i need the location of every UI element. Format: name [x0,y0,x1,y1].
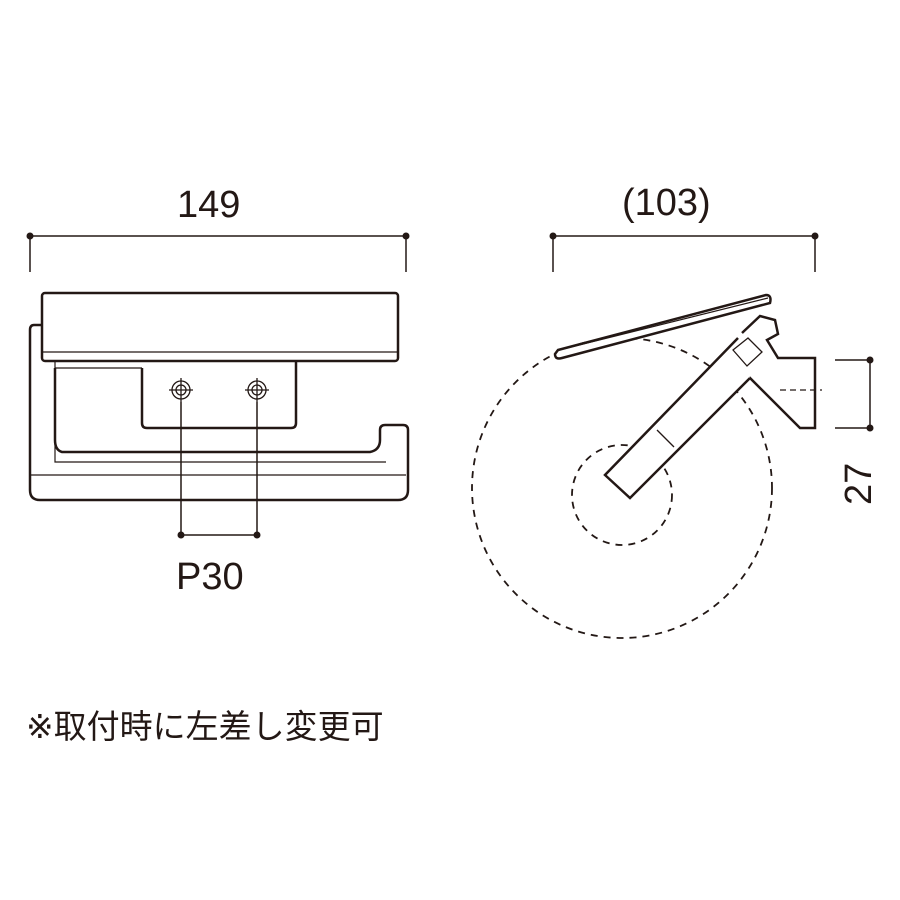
pitch-dimension-label: P30 [176,556,244,598]
width-dimension-label: 149 [177,184,241,226]
roll-outline-small [571,444,673,546]
depth-dimension-label: (103) [622,182,711,224]
cover-plate [40,291,400,363]
screw-hole-icon [245,378,269,402]
mounting-bracket [140,362,298,430]
offset-dim [835,356,874,432]
front-view [26,232,410,539]
paper-arm [603,337,751,500]
screw-hole-icon [169,378,193,402]
pitch-dim [177,402,261,539]
installation-note: ※取付時に左差し変更可 [26,707,384,746]
side-view [471,232,874,639]
offset-dimension-label: 27 [838,462,880,505]
holder-body [28,323,410,502]
